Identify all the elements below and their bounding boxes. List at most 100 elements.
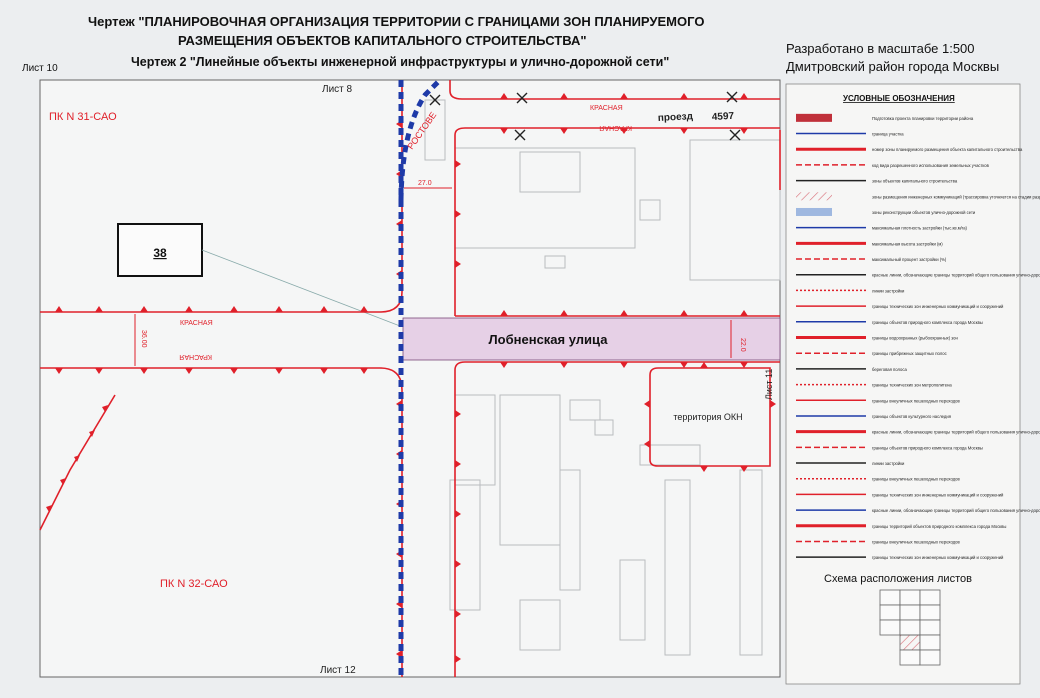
legend-item: границы водоохранных (рыбоохранных) зон [796,336,959,341]
legend-label: береговая полоса [872,367,907,372]
legend-label: красные линии, обозначающие границы терр… [872,430,1040,435]
legend-item: зоны размещения инженерных коммуникаций … [796,192,1040,201]
drawing-subtitle: Чертеж 2 "Линейные объекты инженерной ин… [131,55,670,69]
svg-text:22.0: 22.0 [739,338,746,352]
building-footprints [424,99,781,656]
legend-label: границы технических зон инженерных комму… [872,304,1004,309]
legend-item: границы объектов природного комплекса го… [796,320,983,325]
street-name: Лобненская улица [489,332,609,347]
red-label-upper: КРАСНАЯ [180,320,213,327]
svg-text:36.00: 36.00 [140,330,147,348]
legend-label: Подготовка проекта планировки территории… [872,116,974,121]
legend-symbol [796,113,832,122]
okn-label: территория ОКН [673,412,742,422]
legend-item: береговая полоса [796,367,907,372]
zone-bottom-label: ПК N 32-САО [160,578,228,590]
legend-label: номер зоны планируемого размещения объек… [872,147,1023,152]
legend-item: линии застройки [796,461,905,466]
legend-item: зоны объектов капитального строительства [796,179,958,184]
legend-symbol [796,207,832,216]
legend-item: границы внеуличных пешеходных переходов [796,398,960,403]
red-label-top-a: КРАСНАЯ [590,105,623,112]
legend-label: границы водоохранных (рыбоохранных) зон [872,336,959,341]
legend-item: границы технических зон метрополитена [796,383,952,388]
proezd-number: 4597 [712,111,735,123]
title-line-1: Чертеж "ПЛАНИРОВОЧНАЯ ОРГАНИЗАЦИЯ ТЕРРИТ… [88,14,705,29]
sheet-right-label: Лист 11 [764,369,774,400]
district-name: Дмитровский район города Москвы [786,59,1000,74]
map-frame [39,79,781,678]
legend-label: границы технических зон инженерных комму… [872,492,1004,497]
legend-item: красные линии, обозначающие границы терр… [796,508,1040,513]
legend-label: границы внеуличных пешеходных переходов [872,539,960,544]
legend-item: границы внеуличных пешеходных переходов [796,477,960,482]
legend-item: границы прибрежных защитных полос [796,351,947,356]
legend-label: максимальный процент застройки (%) [872,257,947,262]
legend-title: УСЛОВНЫЕ ОБОЗНАЧЕНИЯ [843,94,955,103]
legend-label: границы прибрежных защитных полос [872,351,947,356]
legend-item: красные линии, обозначающие границы терр… [796,430,1040,435]
legend-item: максимальная плотность застройки (тыс.кв… [796,226,968,231]
red-lines [39,80,781,677]
legend-label: границы объектов природного комплекса го… [872,320,983,325]
legend-item: максимальная высота застройки (м) [796,241,943,246]
legend-symbol [796,192,832,201]
sheet-reference: Лист 10 [22,63,58,74]
legend-label: красные линии, обозначающие границы терр… [872,273,1040,278]
legend-label: линии застройки [872,461,905,466]
sheet-bottom-label: Лист 12 [320,665,356,676]
legend-item: границы внеуличных пешеходных переходов [796,539,960,544]
dim-27: 27.0 [404,180,452,189]
svg-text:27.0: 27.0 [418,180,432,187]
title-line-2: РАЗМЕЩЕНИЯ ОБЪЕКТОВ КАПИТАЛЬНОГО СТРОИТЕ… [178,33,587,48]
legend-label: максимальная высота застройки (м) [872,241,943,246]
layout-scheme-title: Схема расположения листов [824,573,972,585]
legend-label: границы технических зон инженерных комму… [872,555,1004,560]
legend-label: границы внеуличных пешеходных переходов [872,398,960,403]
legend-label: максимальная плотность застройки (тыс.кв… [872,226,968,231]
legend-item: номер зоны планируемого размещения объек… [796,147,1023,152]
scale-note: Разработано в масштабе 1:500 [786,41,975,56]
legend-item: красные линии, обозначающие границы терр… [796,273,1040,278]
legend-item: границы технических зон инженерных комму… [796,492,1004,497]
x-markers [429,91,741,141]
legend-label: красные линии, обозначающие границы терр… [872,508,1040,513]
legend-item: границы территорий объектов природного к… [796,524,1006,529]
dim-36: 36.00 [134,314,147,366]
legend-item: линии застройки [796,288,905,293]
dim-22: 22.0 [730,320,746,358]
zone-top-label: ПК N 31-САО [49,111,117,123]
red-line-ticks [46,93,776,663]
legend-item: границы объектов культурного наследия [796,414,951,419]
legend-item: зоны реконструкции объектов улично-дорож… [796,207,976,216]
layout-scheme-grid [879,589,941,666]
legend-item: код вида разрешенного использования земе… [796,163,990,168]
legend-label: зоны реконструкции объектов улично-дорож… [872,210,976,215]
legend-label: граница участка [872,132,904,137]
legend-item: Подготовка проекта планировки территории… [796,113,974,122]
legend-label: зоны размещения инженерных коммуникаций … [872,194,1040,199]
legend-item: границы технических зон инженерных комму… [796,555,1004,560]
parcel-38-label: 38 [153,246,167,260]
legend-label: код вида разрешенного использования земе… [872,163,990,168]
legend-item: граница участка [796,132,904,137]
legend-items: Подготовка проекта планировки территории… [796,113,1040,560]
lobnenskaya-street-band [402,317,781,361]
sheet-top-label: Лист 8 [322,84,353,95]
legend-item: границы объектов природного комплекса го… [796,445,983,450]
legend-label: границы территорий объектов природного к… [872,524,1006,529]
blue-curved-boundary [398,78,442,201]
legend-item: максимальный процент застройки (%) [796,257,947,262]
legend-label: зоны объектов капитального строительства [872,179,958,184]
legend-label: границы объектов культурного наследия [872,414,951,419]
legend-label: линии застройки [872,288,905,293]
legend-label: границы внеуличных пешеходных переходов [872,477,960,482]
legend-item: границы технических зон инженерных комму… [796,304,1004,309]
red-label-top-b: КРАСНАЯ [599,124,632,131]
red-label-lower: КРАСНАЯ [179,353,212,360]
legend-label: границы технических зон метрополитена [872,383,952,388]
proezd-label: проезд [658,111,694,124]
parcel-leader-line [201,249,401,327]
